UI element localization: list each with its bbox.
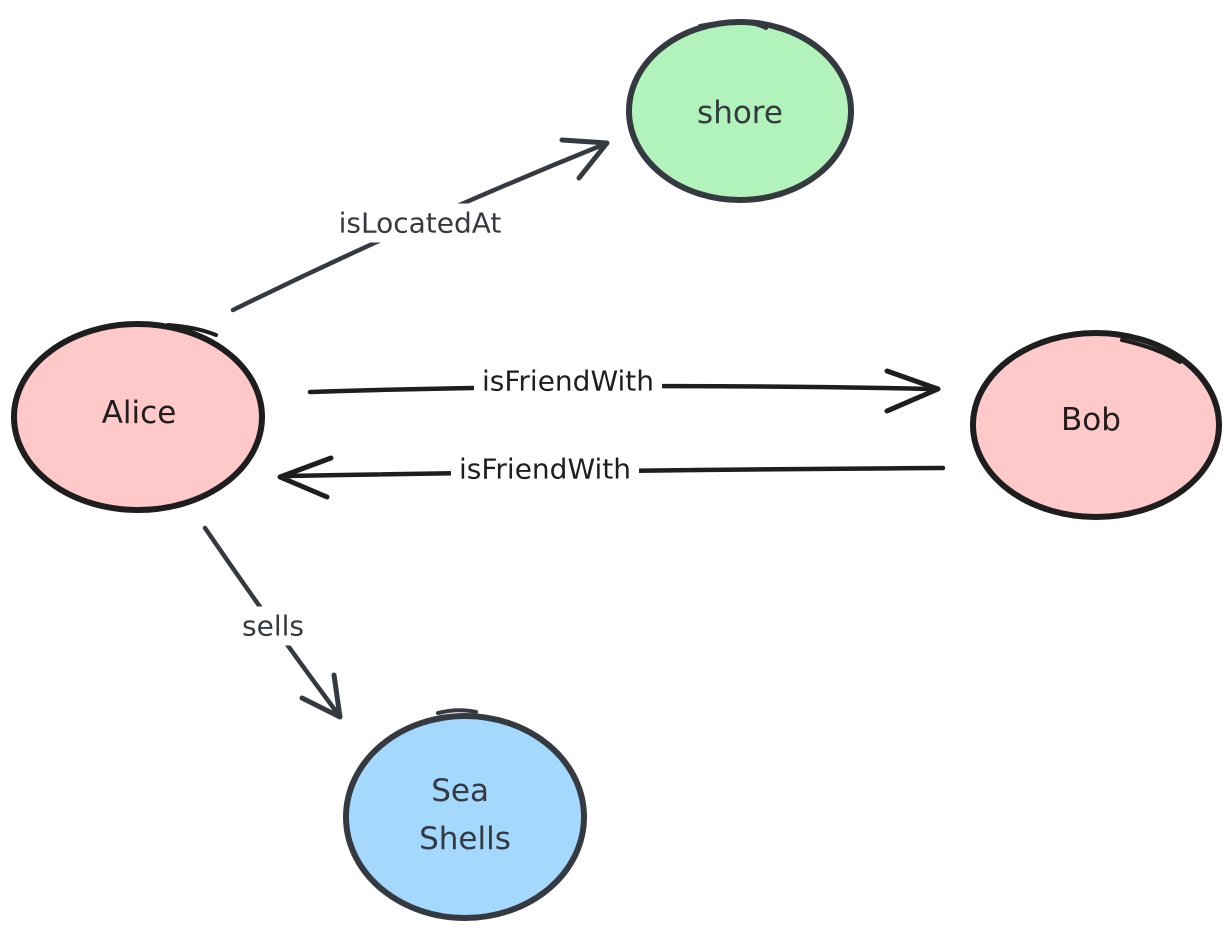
edge-alice-sells-sea-shells[interactable]: sells (202, 525, 343, 720)
arrowhead-icon (884, 368, 941, 414)
node-alice[interactable]: Alice (11, 321, 265, 513)
edge-label: sells (242, 610, 304, 643)
pen-overlap-stroke (436, 708, 478, 715)
node-sea-shells-label-line2: Shells (419, 821, 511, 857)
edge-label: isFriendWith (482, 365, 654, 398)
pen-overlap-stroke (1120, 338, 1182, 364)
node-shore-label: shore (697, 95, 783, 131)
node-bob-shape (970, 330, 1222, 520)
node-sea-shells-label: Sea Shells (419, 763, 511, 857)
pen-overlap-stroke (698, 19, 768, 30)
node-alice-label: Alice (102, 395, 177, 431)
node-bob[interactable]: Bob (970, 330, 1222, 520)
pen-overlap-stroke (166, 323, 218, 337)
edge-label-background (330, 203, 510, 243)
node-bob-label: Bob (1061, 402, 1121, 438)
edge-label: isLocatedAt (339, 207, 502, 240)
node-shore[interactable]: shore (626, 19, 854, 203)
edge-label-background (473, 361, 663, 401)
edge-alice-isLocatedAt-shore[interactable]: isLocatedAt (230, 137, 610, 313)
node-alice-shape (11, 321, 265, 513)
arrowhead-icon (277, 455, 334, 500)
edge-alice-isFriendWith-bob[interactable]: isFriendWith (307, 361, 941, 414)
node-sea-shells-shape (343, 713, 587, 921)
node-sea-shells[interactable]: Sea Shells (343, 708, 587, 921)
edge-bob-isFriendWith-alice[interactable]: isFriendWith (277, 449, 946, 500)
arrowhead-icon (559, 137, 610, 181)
arrowhead-icon (299, 672, 343, 720)
edge-label: isFriendWith (459, 453, 631, 486)
node-sea-shells-label-line1: Sea (431, 773, 489, 809)
edge-label-background (450, 449, 640, 489)
edge-label-background (234, 606, 312, 646)
